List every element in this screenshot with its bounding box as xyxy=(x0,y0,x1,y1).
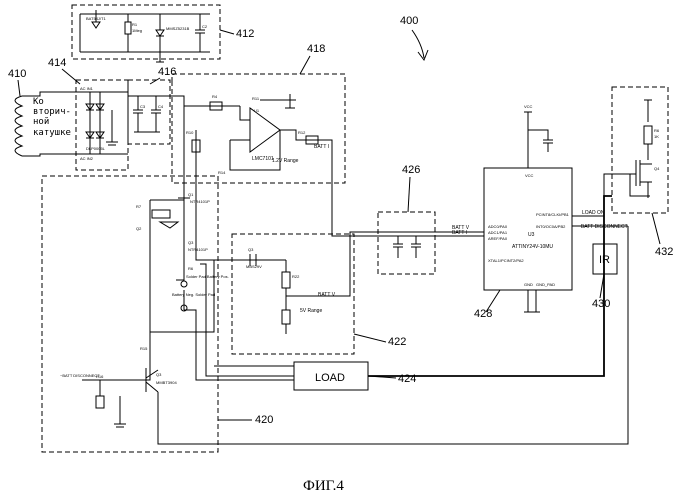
figure-caption: ФИГ.4 xyxy=(303,478,344,494)
svg-text:MBS29V: MBS29V xyxy=(246,264,262,269)
ref-422: 422 xyxy=(388,336,406,348)
ref-424: 424 xyxy=(398,373,416,385)
svg-text:Solder Pad Battery Pos.: Solder Pad Battery Pos. xyxy=(186,274,229,279)
svg-text:R11: R11 xyxy=(252,96,260,101)
ref-426: 426 xyxy=(402,164,420,176)
svg-text:INT0/OC0A/PB2: INT0/OC0A/PB2 xyxy=(536,224,566,229)
svg-text:Q3: Q3 xyxy=(188,240,194,245)
coil-label-line-2: вторич- xyxy=(33,107,71,117)
svg-text:R6: R6 xyxy=(654,128,660,133)
microcontroller: VCC VCC ADC0/PA0 ADC1/PA1 AREF/PA0 XTAL1… xyxy=(484,104,572,312)
svg-text:Battery Neg. Solder Pad: Battery Neg. Solder Pad xyxy=(172,292,215,297)
svg-text:1.2V Range: 1.2V Range xyxy=(272,158,299,164)
svg-text:R15: R15 xyxy=(140,346,148,351)
block-416-circuit: C3 C4 xyxy=(128,96,170,132)
block-418-circuit: R4 R11 U1 LMC7101 R10 R12 1.2V Range BAT… xyxy=(170,94,382,236)
svg-text:R4: R4 xyxy=(212,94,218,99)
svg-text:VCC: VCC xyxy=(525,173,534,178)
svg-text:R6: R6 xyxy=(188,266,194,271)
ref-410: 410 xyxy=(8,68,26,80)
block-412-circuit: BAT54J/T1 R1 1Meg MMSZ5231B C2 xyxy=(80,10,210,62)
svg-text:Q4: Q4 xyxy=(654,166,660,171)
figure-arrow xyxy=(412,30,424,58)
svg-text:5V Range: 5V Range xyxy=(300,308,322,314)
svg-text:C3: C3 xyxy=(140,104,146,109)
figure-number: 400 xyxy=(400,15,418,27)
svg-text:NTR4101P: NTR4101P xyxy=(190,199,210,204)
block-426-circuit: BATT V BATT I xyxy=(382,225,484,258)
ref-418: 418 xyxy=(307,43,325,55)
svg-text:VCC: VCC xyxy=(524,104,533,109)
svg-text:XTAL1/PCINT2/PA2: XTAL1/PCINT2/PA2 xyxy=(488,258,524,263)
svg-text:C2: C2 xyxy=(202,24,208,29)
ref-412: 412 xyxy=(236,28,254,40)
svg-text:~BATT DISCONNECT: ~BATT DISCONNECT xyxy=(60,373,100,378)
mcu-body xyxy=(484,168,572,290)
block-432-outline xyxy=(612,87,668,213)
svg-text:U3: U3 xyxy=(528,232,535,238)
svg-text:Q2: Q2 xyxy=(136,226,142,231)
svg-text:MMBT3904: MMBT3904 xyxy=(156,380,177,385)
svg-text:MMSZ5231B: MMSZ5231B xyxy=(166,26,190,31)
svg-text:ADC0/PA0: ADC0/PA0 xyxy=(488,224,508,229)
svg-text:BATT I: BATT I xyxy=(452,230,467,236)
ref-420: 420 xyxy=(255,414,273,426)
block-420-outline xyxy=(42,176,218,452)
svg-text:R1: R1 xyxy=(132,22,138,27)
svg-text:PCINT8/CLKI/PB1: PCINT8/CLKI/PB1 xyxy=(536,212,570,217)
svg-text:AC IN2: AC IN2 xyxy=(80,156,94,161)
svg-text:1Meg: 1Meg xyxy=(132,28,142,33)
block-416-outline xyxy=(128,80,170,144)
svg-text:NTR4101P: NTR4101P xyxy=(188,247,208,252)
ref-428: 428 xyxy=(474,308,492,320)
svg-text:R14: R14 xyxy=(218,170,226,175)
block-422-outline xyxy=(232,234,354,354)
coil-label-line-3: ной xyxy=(33,117,49,127)
coil-label-line-1: Ко xyxy=(33,97,44,107)
svg-text:AC IN1: AC IN1 xyxy=(80,86,94,91)
svg-text:GND: GND xyxy=(524,282,533,287)
block-432-circuit: R6 1K Q4 xyxy=(630,100,660,198)
svg-text:R12: R12 xyxy=(298,130,306,135)
svg-text:R22: R22 xyxy=(292,274,300,279)
svg-text:LMC7101: LMC7101 xyxy=(252,156,274,162)
svg-text:ADC1/PA1: ADC1/PA1 xyxy=(488,230,508,235)
block-426-outline xyxy=(378,212,435,274)
svg-text:R10: R10 xyxy=(186,130,194,135)
block-412-outline xyxy=(72,5,220,59)
load-box-label: LOAD xyxy=(315,372,345,384)
svg-text:BATT V: BATT V xyxy=(318,292,336,298)
svg-text:Q3: Q3 xyxy=(156,372,162,377)
svg-text:GND_PAD: GND_PAD xyxy=(536,282,555,287)
svg-text:C4: C4 xyxy=(158,104,164,109)
svg-text:LOAD ON: LOAD ON xyxy=(582,210,605,216)
svg-text:AREF/PA0: AREF/PA0 xyxy=(488,236,508,241)
svg-text:Q3: Q3 xyxy=(248,247,254,252)
svg-text:1K: 1K xyxy=(654,134,659,139)
coil-label-line-4: катушке xyxy=(33,128,71,138)
svg-text:U1: U1 xyxy=(254,108,260,113)
svg-text:ATTINY24V-10MU: ATTINY24V-10MU xyxy=(512,244,553,250)
ref-432: 432 xyxy=(655,246,673,258)
ref-414: 414 xyxy=(48,57,66,69)
svg-text:Q1: Q1 xyxy=(188,192,194,197)
block-422-circuit: Q3 MBS29V R22 BATT V 5V Range xyxy=(230,232,382,334)
svg-text:R7: R7 xyxy=(136,204,142,209)
svg-text:~BATT DISCONNECT: ~BATT DISCONNECT xyxy=(578,224,628,230)
block-414-circuit: AC IN1 AC IN2 DLP0005L xyxy=(78,86,128,161)
ref-416: 416 xyxy=(158,66,176,78)
block-418-outline xyxy=(172,74,345,183)
svg-text:DLP0005L: DLP0005L xyxy=(86,146,106,151)
svg-text:BATT I: BATT I xyxy=(314,144,329,150)
ref-430: 430 xyxy=(592,298,610,310)
svg-text:BAT54J/T1: BAT54J/T1 xyxy=(86,16,106,21)
